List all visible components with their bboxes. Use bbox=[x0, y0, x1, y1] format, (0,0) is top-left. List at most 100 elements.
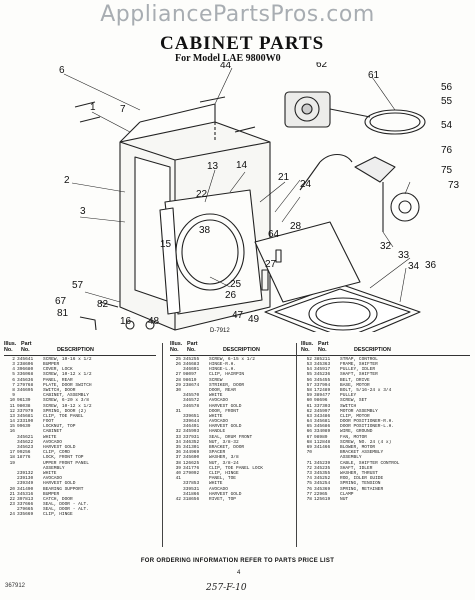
callout-numbers: 6 1 2 7 3 44 13 14 21 22 38 15 24 28 64 … bbox=[55, 62, 460, 327]
description-cell: CLIP, HAIRPIN bbox=[209, 372, 245, 378]
illus-number-cell: 4 bbox=[12, 367, 15, 373]
callout: 36 bbox=[425, 260, 437, 271]
illus-number-cell: 66 bbox=[306, 429, 312, 435]
illus-number-cell: 3 bbox=[12, 362, 15, 367]
callout: 48 bbox=[148, 316, 160, 327]
description-cell: WHITE bbox=[209, 393, 223, 399]
part-number-cell: 99639 bbox=[17, 424, 31, 430]
callout: 1 bbox=[90, 102, 96, 113]
callout: 49 bbox=[248, 314, 260, 325]
header-description: DESCRIPTION bbox=[354, 347, 391, 354]
description-cell: SWITCH bbox=[340, 403, 357, 409]
description-cell: COVER, LOCK bbox=[43, 367, 73, 373]
description-cell: WHITE bbox=[43, 434, 57, 440]
illus-number-cell: 75 bbox=[306, 481, 312, 487]
part-number-cell: 344969 bbox=[183, 450, 200, 456]
callout: 57 bbox=[72, 280, 84, 291]
header-part: Part bbox=[187, 341, 198, 347]
description-cell: DOOR POSITIONER-R.H. bbox=[340, 419, 395, 425]
illus-number-cell: 19 bbox=[9, 460, 15, 466]
column-divider bbox=[162, 343, 163, 547]
part-number-cell: 341466 bbox=[314, 445, 331, 450]
illus-number-cell: 36 bbox=[175, 450, 181, 456]
illus-number-cell: 58 bbox=[306, 387, 312, 393]
part-number-cell: 98097 bbox=[183, 372, 197, 378]
illus-number-cell: 7 bbox=[12, 382, 15, 388]
description-cell: SEAL, DOOR - ALT. bbox=[43, 507, 89, 513]
callout: 76 bbox=[441, 145, 453, 156]
part-number-cell: 389477 bbox=[314, 393, 331, 399]
door-illustration bbox=[254, 221, 421, 332]
callout: 61 bbox=[368, 70, 380, 81]
description-cell: SPRING, RETAINER bbox=[340, 486, 384, 492]
part-number-cell: 341490 bbox=[17, 486, 34, 492]
description-cell: BLOWER, MOTOR bbox=[340, 445, 376, 450]
header-divider bbox=[170, 354, 318, 356]
part-number-cell: 345236 bbox=[314, 372, 331, 378]
part-number-cell: 345316 bbox=[17, 491, 34, 497]
description-cell: SCREW, 10-16 x 1/2 bbox=[43, 356, 92, 362]
page-number: 4 bbox=[237, 570, 241, 576]
description-cell: BOLT, 5/16-24 x 3/4 bbox=[340, 387, 392, 393]
illus-number-cell: 64 bbox=[306, 419, 312, 425]
part-number-cell: 346691 bbox=[183, 367, 200, 373]
part-number-cell: 239132 bbox=[17, 470, 34, 476]
illus-number-cell: 15 bbox=[9, 424, 15, 430]
part-number-cell: 279768 bbox=[17, 382, 34, 388]
description-cell: HARVEST GOLD bbox=[209, 491, 242, 497]
part-number-cell: 345254 bbox=[314, 481, 331, 487]
description-cell: AVOCADO bbox=[43, 439, 62, 445]
callout: 26 bbox=[225, 290, 237, 301]
callout: 81 bbox=[57, 308, 69, 319]
part-number-cell: 345363 bbox=[314, 362, 331, 367]
description-cell: CABINET, ASSEMBLY bbox=[43, 393, 89, 399]
description-cell: HARVEST GOLD bbox=[43, 445, 76, 450]
description-cell: SHAFT, IDLER bbox=[340, 465, 373, 471]
part-number-cell: 238606 bbox=[17, 362, 34, 367]
part-number-cell: 233190 bbox=[17, 419, 34, 425]
description-cell: DOOR, FRONT bbox=[209, 408, 239, 414]
site-watermark: AppliancePartsPros.com bbox=[100, 2, 375, 27]
description-cell: HARVEST GOLD bbox=[209, 424, 242, 430]
table-header: Illus.Part No.No.DESCRIPTION bbox=[4, 341, 156, 356]
part-number-cell: 337666 bbox=[17, 502, 34, 508]
part-number-cell: 345255 bbox=[183, 356, 200, 362]
header-divider bbox=[4, 354, 156, 356]
illus-number-cell: 77 bbox=[306, 491, 312, 497]
illus-number-cell: 78 bbox=[306, 496, 312, 502]
illus-number-cell: 62 bbox=[306, 408, 312, 414]
part-number-cell: 345993 bbox=[183, 429, 200, 435]
illus-number-cell: 39 bbox=[175, 465, 181, 471]
description-cell: SPRING, DOOR (2) bbox=[43, 408, 87, 414]
table-row: ASSEMBLY bbox=[4, 466, 156, 471]
callout: 73 bbox=[448, 180, 460, 191]
